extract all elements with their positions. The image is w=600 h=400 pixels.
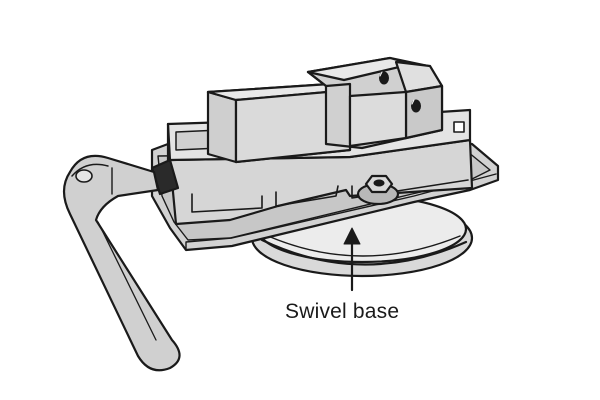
swivel-base-label: Swivel base: [285, 300, 400, 323]
vise-handle: [62, 154, 181, 372]
moving-jaw: [206, 82, 352, 164]
lock-nut: [356, 174, 400, 206]
fixed-jaw: [306, 56, 465, 150]
arrow-up-icon: [343, 227, 361, 292]
